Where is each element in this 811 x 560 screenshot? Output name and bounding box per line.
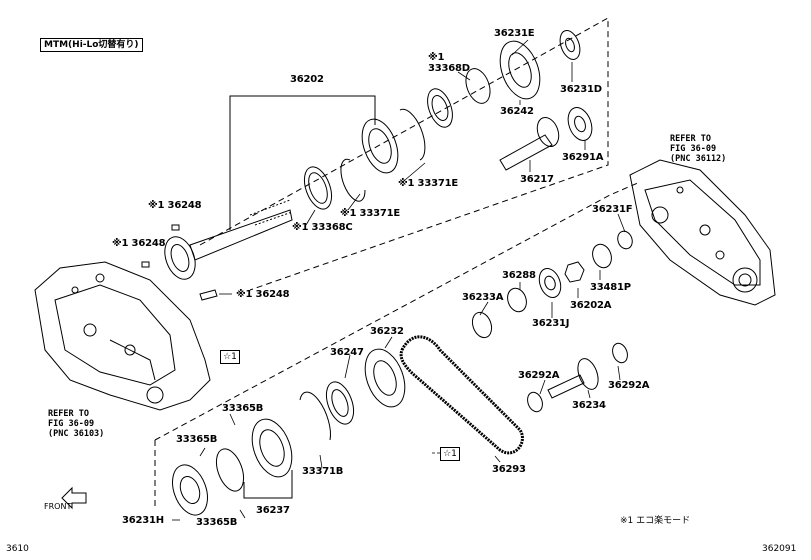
lower-assembly-dashed-outline: [154, 181, 641, 510]
front-arrow-icon: [61, 486, 87, 510]
bearing-36292A-left: [527, 391, 543, 413]
label-36288: 36288: [502, 270, 536, 281]
label-36248-top: ※1 36248: [148, 200, 202, 211]
sync-ring-33368D: [427, 88, 453, 128]
input-shaft-36202: [164, 199, 293, 280]
bearing-36231F: [617, 230, 633, 250]
label-36202A: 36202A: [570, 300, 612, 311]
label-36233A: 36233A: [462, 292, 504, 303]
footer-left-code: 3610: [6, 544, 29, 554]
label-33365B-c: 33365B: [196, 517, 238, 528]
label-36234: 36234: [572, 400, 606, 411]
label-36232: 36232: [370, 326, 404, 337]
label-36231F: 36231F: [592, 204, 633, 215]
label-33371B: 33371B: [302, 466, 344, 477]
label-36293: 36293: [492, 464, 526, 475]
needle-bearing-36233A: [471, 311, 493, 339]
spacer-36288: [507, 287, 527, 313]
sync-ring-33368C: [303, 166, 333, 210]
needle-bearing-36231E: [465, 68, 491, 104]
footer-right-code: 362091: [762, 544, 797, 554]
label-36248-mid: ※1 36248: [112, 238, 166, 249]
star-marker-upper: ☆1: [220, 350, 240, 364]
label-36231D: 36231D: [560, 84, 602, 95]
variant-box: MTM(Hi-Lo切替有り): [40, 38, 143, 52]
sprocket-36234: [577, 358, 599, 390]
label-36292A-right: 36292A: [608, 380, 650, 391]
hub-sleeve-36202: [361, 118, 399, 174]
label-36231H: 36231H: [122, 515, 164, 526]
pin-36248-bottom: [199, 289, 218, 301]
label-33368D: 33368D: [428, 63, 470, 74]
label-33368D-mark: ※1: [428, 52, 445, 63]
snap-ring-33371E-upper: [399, 108, 426, 161]
output-shaft-36217: [499, 116, 560, 171]
seal-33481P: [592, 243, 612, 269]
gear-36237-small: [215, 448, 245, 492]
hub-36237: [251, 418, 293, 478]
label-33371E-upper: ※1 33371E: [398, 178, 458, 189]
label-36217: 36217: [520, 174, 554, 185]
bearing-36231H: [172, 464, 208, 516]
label-36291A: 36291A: [562, 152, 604, 163]
gear-36242: [499, 40, 541, 100]
bearing-36292A-right: [612, 342, 628, 364]
front-label: FRONT: [44, 502, 72, 511]
leader-lines: [172, 39, 626, 521]
gear-36232: [364, 348, 406, 408]
label-36237: 36237: [256, 505, 290, 516]
drive-chain-36293: [399, 335, 524, 455]
upper-assembly-dashed-outline: [199, 17, 609, 291]
pin-36248-mid: [141, 261, 150, 268]
label-33365B-a: 33365B: [222, 403, 264, 414]
label-33365B-b: 33365B: [176, 434, 218, 445]
snap-ring-33371E-lower: [340, 158, 366, 202]
washer-36231D: [559, 30, 581, 60]
label-33371E-lower: ※1 33371E: [340, 208, 400, 219]
right-transfer-case: [629, 159, 776, 306]
label-36231E: 36231E: [494, 28, 535, 39]
label-36292A-left: 36292A: [518, 370, 560, 381]
sync-ring-36247: [325, 381, 355, 425]
label-36231J: 36231J: [532, 318, 570, 329]
left-transfer-case: [34, 261, 211, 411]
bracket-36237: [243, 470, 293, 499]
refer-note-right: REFER TO FIG 36-09 (PNC 36112): [670, 134, 727, 164]
label-36248-bottom: ※1 36248: [236, 289, 290, 300]
bearing-36231J: [538, 267, 562, 299]
star-marker-lower: ☆1: [440, 447, 460, 461]
label-36202: 36202: [290, 74, 324, 85]
label-33481P: 33481P: [590, 282, 631, 293]
bearing-36291A: [567, 107, 593, 141]
snap-ring-33371B: [299, 391, 331, 441]
shaft-36234: [547, 374, 585, 399]
label-36242: 36242: [500, 106, 534, 117]
bracket-36202: [229, 95, 376, 230]
eco-mode-note: ※1 エコ楽モード: [620, 516, 691, 526]
refer-note-left: REFER TO FIG 36-09 (PNC 36103): [48, 409, 105, 439]
label-33368C: ※1 33368C: [292, 222, 353, 233]
pin-36248-top: [171, 224, 180, 231]
label-36247: 36247: [330, 347, 364, 358]
nut-36202A: [564, 261, 585, 283]
